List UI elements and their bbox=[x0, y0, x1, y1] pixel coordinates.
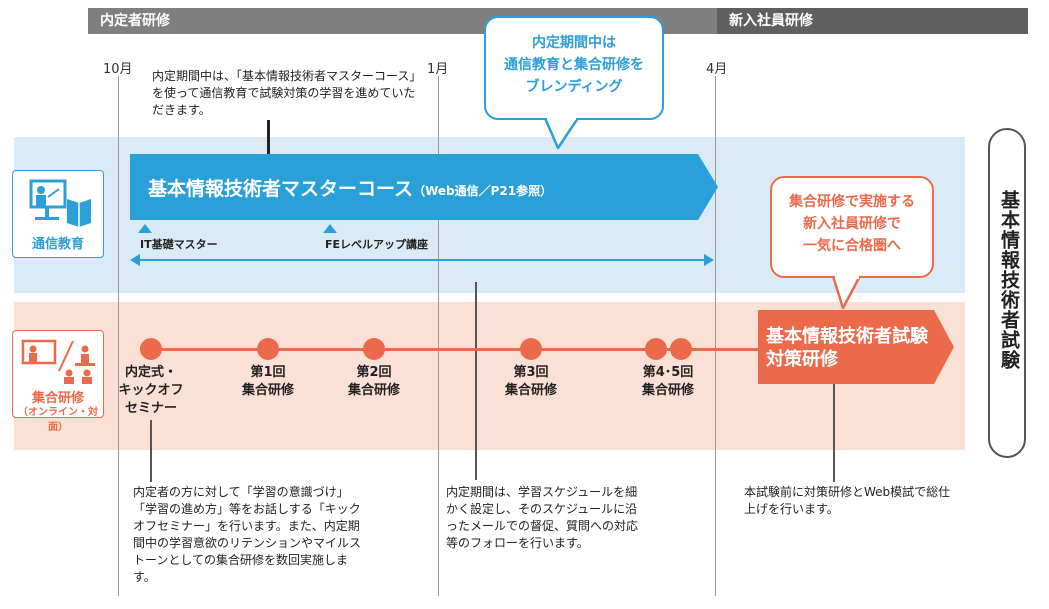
correspondence-icon-box: 通信教育 bbox=[12, 170, 104, 258]
session-dot-2 bbox=[363, 338, 385, 360]
group-icon-box: 集合研修 （オンライン・対面） bbox=[12, 330, 104, 433]
month-label-jan: 1月 bbox=[427, 62, 449, 77]
exam-label: 基本情報技術者試験 bbox=[998, 190, 1020, 370]
phase-label-pre-hire: 内定者研修 bbox=[100, 13, 170, 29]
correspondence-label: 通信教育 bbox=[31, 237, 84, 252]
blend-callout-line2: 通信教育と集合研修を bbox=[504, 57, 644, 73]
month-label-oct: 10月 bbox=[103, 62, 133, 77]
month-line-oct bbox=[118, 76, 119, 596]
session-label-2: 第2回 集合研修 bbox=[347, 365, 400, 398]
session-dot-1 bbox=[257, 338, 279, 360]
group-callout-line2: 新入社員研修で bbox=[803, 216, 901, 232]
milestone1-label: IT基礎マスター bbox=[140, 238, 218, 251]
month-line-jan bbox=[438, 76, 439, 596]
exam-note-connector bbox=[833, 384, 835, 482]
blend-callout-line1: 内定期間中は bbox=[532, 35, 616, 51]
session-label-1: 第1回 集合研修 bbox=[241, 365, 294, 398]
course-title-row: 基本情報技術者マスターコース（Web通信／P21参照） bbox=[148, 174, 552, 201]
group-callout: 集合研修で実施する 新入社員研修で 一気に合格圏へ bbox=[770, 176, 934, 278]
course-arrow bbox=[130, 154, 718, 220]
group-sublabel: （オンライン・対面） bbox=[18, 407, 98, 433]
kickoff-note: 内定者の方に対して「学習の意識づけ」「学習の進め方」等をお話しする「キックオフセ… bbox=[133, 485, 362, 584]
course-subtitle: （Web通信／P21参照） bbox=[413, 184, 553, 198]
top-note: 内定期間中は、「基本情報技術者マスターコース」を使って通信教育で試験対策の学習を… bbox=[152, 69, 422, 117]
classroom-icon bbox=[21, 339, 95, 384]
exam-label-box: 基本情報技術者試験 bbox=[988, 128, 1026, 458]
group-callout-line3: 一気に合格圏へ bbox=[803, 238, 901, 254]
blend-callout-line3: ブレンディング bbox=[525, 79, 623, 95]
kickoff-note-connector bbox=[150, 420, 152, 482]
mid-note: 内定期間は、学習スケジュールを細かく設定し、そのスケジュールに沿ったメールでの督… bbox=[446, 485, 639, 550]
phase-bar-new-hire: 新入社員研修 bbox=[717, 8, 1028, 34]
exam-note: 本試験前に対策研修とWeb模試で総仕上げを行います。 bbox=[744, 485, 951, 516]
course-title: 基本情報技術者マスターコース bbox=[148, 178, 414, 200]
teacher-board-icon bbox=[29, 179, 91, 227]
milestone2-marker-icon bbox=[323, 224, 337, 233]
group-label: 集合研修 bbox=[31, 391, 84, 406]
session-dot-kickoff bbox=[140, 338, 162, 360]
month-line-apr bbox=[715, 76, 716, 596]
session-dot-5 bbox=[670, 338, 692, 360]
session-label-kickoff: 内定式・ キックオフ セミナー bbox=[118, 365, 184, 416]
session-dot-4 bbox=[645, 338, 667, 360]
span-double-arrow bbox=[130, 254, 714, 266]
group-timeline-line bbox=[150, 348, 760, 351]
exam-prep-arrow bbox=[758, 310, 954, 384]
milestone1-marker-icon bbox=[138, 224, 152, 233]
session-dot-3 bbox=[520, 338, 542, 360]
top-note-connector bbox=[267, 120, 270, 166]
exam-prep-title: 基本情報技術者試験 対策研修 bbox=[766, 326, 928, 370]
mid-note-connector bbox=[475, 282, 477, 480]
phase-label-new-hire: 新入社員研修 bbox=[729, 13, 813, 29]
session-label-3: 第3回 集合研修 bbox=[504, 365, 557, 398]
milestone2-label: FEレベルアップ講座 bbox=[325, 238, 429, 251]
group-callout-line1: 集合研修で実施する bbox=[789, 194, 915, 210]
month-label-apr: 4月 bbox=[706, 62, 728, 77]
blend-callout: 内定期間中は 通信教育と集合研修を ブレンディング bbox=[484, 16, 664, 120]
session-label-4-5: 第4･5回 集合研修 bbox=[641, 365, 694, 398]
